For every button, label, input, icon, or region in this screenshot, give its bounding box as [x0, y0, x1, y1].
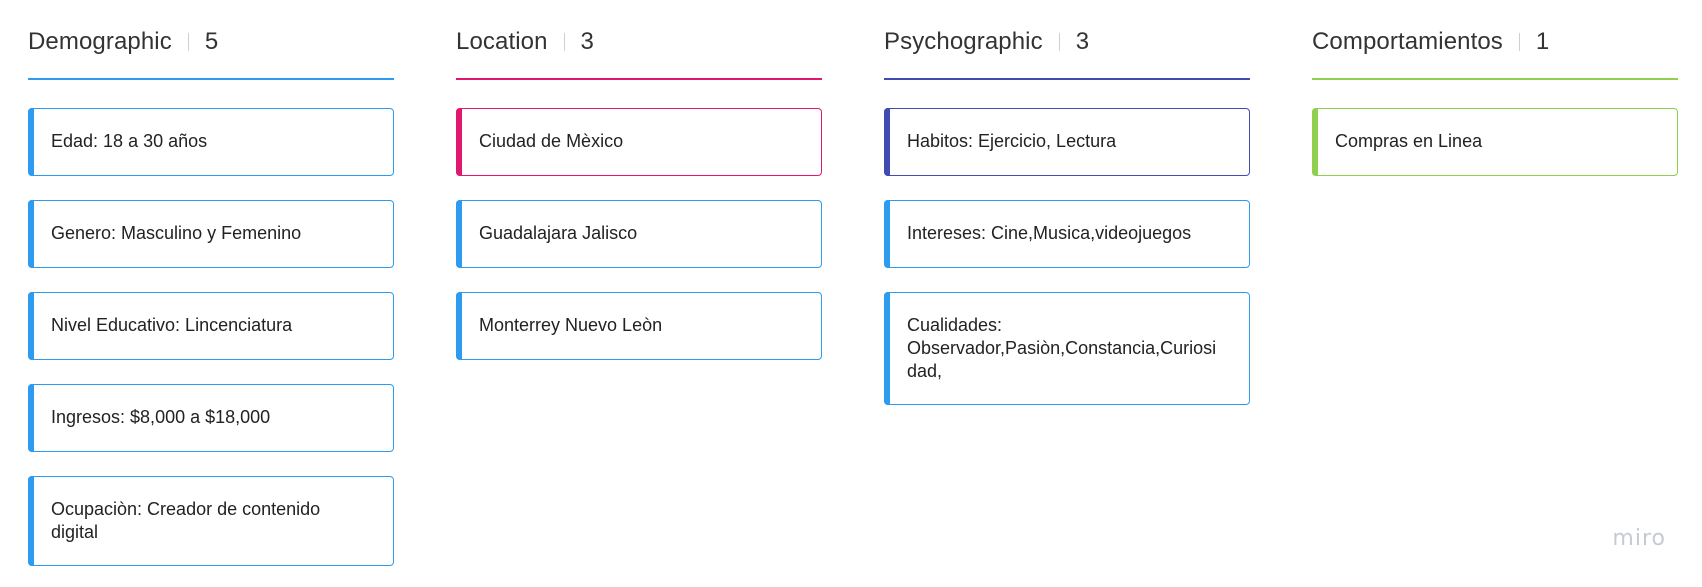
column-card-count: 5 [204, 28, 219, 55]
card-list: Habitos: Ejercicio, Lectura Intereses: C… [884, 108, 1250, 405]
card-text: Habitos: Ejercicio, Lectura [907, 131, 1117, 151]
column-title: Psychographic [884, 28, 1043, 55]
card[interactable]: Guadalajara Jalisco [456, 200, 822, 268]
card-text: Genero: Masculino y Femenino [51, 223, 302, 243]
column-title: Comportamientos [1312, 28, 1503, 55]
card[interactable]: Habitos: Ejercicio, Lectura [884, 108, 1250, 176]
column-card-count: 3 [580, 28, 594, 55]
card[interactable]: Edad: 18 a 30 años [28, 108, 394, 176]
column-divider [1058, 33, 1060, 51]
column-header[interactable]: Comportamientos 1 [1312, 24, 1678, 80]
column-header[interactable]: Psychographic 3 [884, 24, 1250, 80]
column-location: Location 3 Ciudad de Mèxico Guadalajara … [456, 24, 822, 566]
card-list: Ciudad de Mèxico Guadalajara Jalisco Mon… [456, 108, 822, 360]
card-text: Ciudad de Mèxico [479, 131, 624, 151]
card-text: Ingresos: $8,000 a $18,000 [51, 407, 271, 427]
column-header[interactable]: Location 3 [456, 24, 822, 80]
column-title: Demographic [28, 28, 172, 55]
card[interactable]: Genero: Masculino y Femenino [28, 200, 394, 268]
card-text: Nivel Educativo: Lincenciatura [51, 315, 293, 335]
card-text: Compras en Linea [1335, 131, 1483, 151]
card-text: Monterrey Nuevo Leòn [479, 315, 663, 335]
card[interactable]: Cualidades: Observador,Pasiòn,Constancia… [884, 292, 1250, 405]
card[interactable]: Ciudad de Mèxico [456, 108, 822, 176]
card[interactable]: Monterrey Nuevo Leòn [456, 292, 822, 360]
column-divider [563, 33, 565, 51]
card-list: Compras en Linea [1312, 108, 1678, 176]
column-divider [1518, 33, 1520, 51]
miro-logo: miro [1612, 526, 1666, 551]
card-text: Cualidades: Observador,Pasiòn,Constancia… [907, 315, 1217, 381]
card[interactable]: Compras en Linea [1312, 108, 1678, 176]
kanban-board: Demographic 5 Edad: 18 a 30 años Genero:… [28, 24, 1678, 566]
column-card-count: 1 [1535, 28, 1550, 55]
card-text: Guadalajara Jalisco [479, 223, 638, 243]
card[interactable]: Ocupaciòn: Creador de contenido digital [28, 476, 394, 566]
card-text: Intereses: Cine,Musica,videojuegos [907, 223, 1192, 243]
column-header[interactable]: Demographic 5 [28, 24, 394, 80]
card-list: Edad: 18 a 30 años Genero: Masculino y F… [28, 108, 394, 566]
column-comportamientos: Comportamientos 1 Compras en Linea [1312, 24, 1678, 566]
column-psychographic: Psychographic 3 Habitos: Ejercicio, Lect… [884, 24, 1250, 566]
column-title: Location [456, 28, 548, 55]
card[interactable]: Ingresos: $8,000 a $18,000 [28, 384, 394, 452]
card-text: Ocupaciòn: Creador de contenido digital [51, 499, 321, 542]
card[interactable]: Intereses: Cine,Musica,videojuegos [884, 200, 1250, 268]
column-demographic: Demographic 5 Edad: 18 a 30 años Genero:… [28, 24, 394, 566]
column-card-count: 3 [1075, 28, 1090, 55]
card-text: Edad: 18 a 30 años [51, 131, 208, 151]
column-divider [187, 33, 189, 51]
card[interactable]: Nivel Educativo: Lincenciatura [28, 292, 394, 360]
